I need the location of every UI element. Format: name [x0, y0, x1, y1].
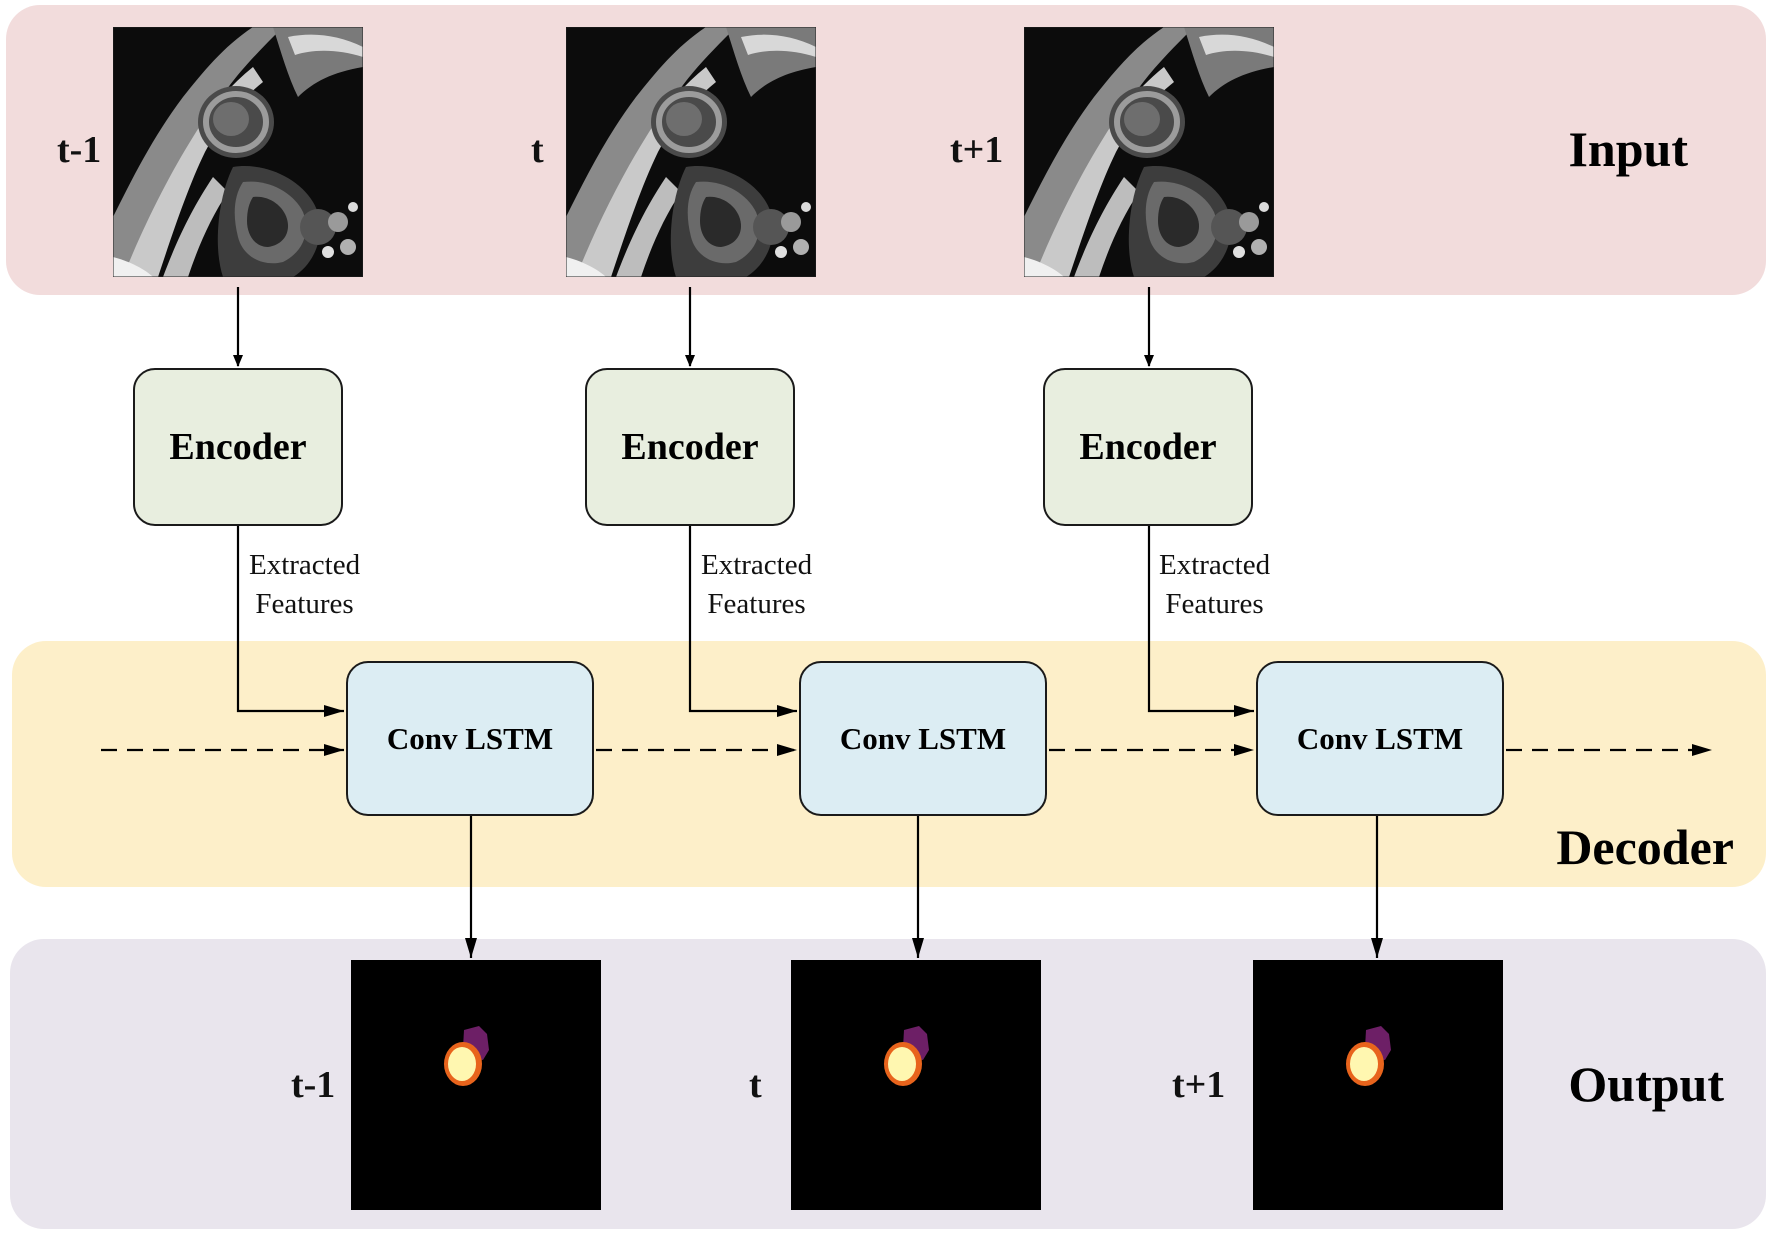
extracted-features-label-t-plus-1: Extracted Features: [1159, 546, 1270, 624]
features-line-2: Features: [255, 588, 354, 620]
input-stage-title: Input: [1568, 121, 1688, 177]
input-time-label-t-plus-1: t+1: [950, 129, 1004, 171]
encoder-box-t-plus-1: Encoder: [1043, 368, 1253, 526]
output-time-label-t: t: [749, 1064, 762, 1106]
extracted-features-label-t-minus-1: Extracted Features: [249, 546, 360, 624]
input-time-label-t-minus-1: t-1: [57, 129, 102, 171]
output-time-label-t-minus-1: t-1: [291, 1064, 336, 1106]
conv-lstm-box-t: Conv LSTM: [799, 661, 1047, 816]
features-line-2: Features: [1165, 588, 1264, 620]
features-line-2: Features: [707, 588, 806, 620]
input-mri-frame-t: [566, 27, 816, 277]
output-segmentation-mask-t-plus-1: [1253, 960, 1503, 1210]
features-line-1: Extracted: [1159, 549, 1271, 581]
features-line-1: Extracted: [701, 549, 813, 581]
decoder-stage-title: Decoder: [1556, 819, 1734, 875]
conv-lstm-box-t-minus-1: Conv LSTM: [346, 661, 594, 816]
input-mri-frame-t-minus-1: [113, 27, 363, 277]
extracted-features-label-t: Extracted Features: [701, 546, 812, 624]
encoder-box-t: Encoder: [585, 368, 795, 526]
output-segmentation-mask-t: [791, 960, 1041, 1210]
input-time-label-t: t: [531, 129, 544, 171]
output-time-label-t-plus-1: t+1: [1172, 1064, 1226, 1106]
conv-lstm-box-t-plus-1: Conv LSTM: [1256, 661, 1504, 816]
encoder-box-t-minus-1: Encoder: [133, 368, 343, 526]
input-mri-frame-t-plus-1: [1024, 27, 1274, 277]
output-segmentation-mask-t-minus-1: [351, 960, 601, 1210]
output-stage-title: Output: [1568, 1056, 1724, 1112]
features-line-1: Extracted: [249, 549, 361, 581]
